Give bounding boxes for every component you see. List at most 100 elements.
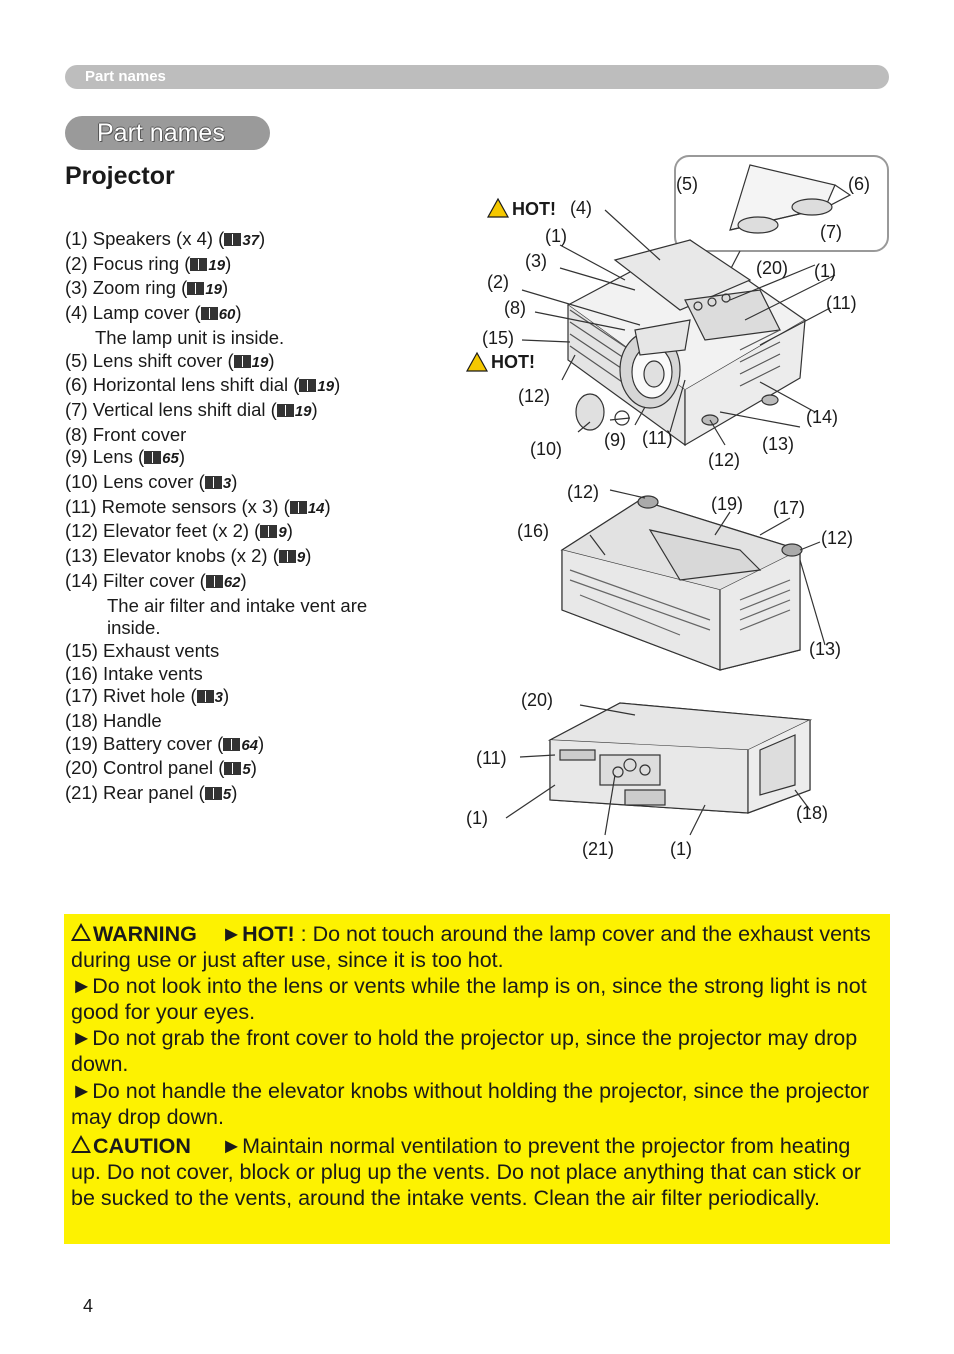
page-reference[interactable]: 19	[317, 378, 335, 396]
part-label-close: )	[231, 471, 238, 493]
page-reference[interactable]: 64	[241, 736, 259, 754]
page-reference[interactable]: 3	[214, 689, 223, 707]
page-reference[interactable]: 62	[223, 573, 241, 591]
warning-paragraph-lens: ►Do not look into the lens or vents whil…	[71, 974, 867, 1024]
book-reference-icon	[187, 282, 205, 296]
book-reference-icon	[278, 550, 296, 564]
svg-text:(1): (1)	[670, 839, 692, 859]
part-label: (13) Elevator knobs (x 2) (	[65, 545, 279, 567]
svg-text:(17): (17)	[773, 498, 805, 518]
section-title: Part names	[97, 119, 225, 147]
book-reference-icon	[144, 451, 162, 465]
page-reference[interactable]: 5	[242, 761, 251, 779]
hot-warning-label: HOT!	[512, 199, 556, 219]
part-label: (21) Rear panel (	[65, 782, 205, 804]
part-label-close: )	[231, 782, 238, 804]
page-reference[interactable]: 37	[242, 232, 260, 249]
svg-text:(16): (16)	[517, 521, 549, 541]
svg-text:(12): (12)	[708, 450, 740, 470]
part-label: (19) Battery cover (	[65, 732, 224, 754]
part-item: (11) Remote sensors (x 3) ( 14)	[65, 496, 425, 521]
svg-text:(12): (12)	[518, 386, 550, 406]
part-label: (2) Focus ring (	[65, 252, 191, 274]
parts-list: (1) Speakers (x 4) (37)(2) Focus ring ( 1…	[65, 228, 425, 807]
hot-warning-label: HOT!	[491, 352, 535, 372]
svg-text:(14): (14)	[806, 407, 838, 427]
caution-paragraph: CAUTION ►Maintain normal ventilation to …	[71, 1133, 883, 1211]
page-reference[interactable]: 19	[205, 281, 223, 299]
svg-text:(3): (3)	[525, 251, 547, 271]
part-label-close: )	[235, 302, 242, 324]
page-reference[interactable]: 14	[307, 499, 325, 517]
part-label: (17) Rivet hole (	[65, 685, 197, 707]
svg-text:(13): (13)	[762, 434, 794, 454]
part-label-close: )	[225, 252, 232, 274]
book-reference-icon	[289, 500, 307, 514]
part-item: (3) Zoom ring (19)	[65, 277, 425, 302]
part-label: (12) Elevator feet (x 2) (	[65, 520, 261, 542]
svg-text:(12): (12)	[821, 528, 853, 548]
book-reference-icon	[205, 574, 223, 588]
warning-paragraph-hot: WARNING ►HOT! : Do not touch around the …	[71, 921, 883, 973]
warning-paragraph-front-cover: ►Do not grab the front cover to hold the…	[71, 1026, 858, 1076]
warning-paragraph-elevator: ►Do not handle the elevator knobs withou…	[71, 1079, 870, 1129]
part-note: The lamp unit is inside.	[95, 326, 285, 348]
page-reference[interactable]: 19	[208, 256, 226, 274]
part-item: (6) Horizontal lens shift dial (19)	[65, 374, 425, 399]
part-note: The air filter and intake vent are insid…	[107, 594, 368, 639]
part-item: (1) Speakers (x 4) (37)	[65, 228, 425, 253]
part-item: (18) Handle	[65, 710, 425, 733]
svg-text:(1): (1)	[545, 226, 567, 246]
part-label-close: )	[286, 520, 293, 542]
page-reference[interactable]: 3	[222, 475, 232, 493]
page-reference[interactable]: 65	[162, 450, 179, 468]
page-subtitle: Projector	[65, 162, 175, 190]
page-reference[interactable]: 60	[218, 306, 236, 324]
part-label: (10) Lens cover (	[65, 471, 205, 493]
part-label-close: )	[250, 757, 257, 779]
page-reference[interactable]: 9	[296, 549, 306, 567]
warning-label: WARNING	[93, 922, 197, 946]
page-number: 4	[83, 1296, 94, 1316]
part-item: (14) Filter cover (62)	[65, 570, 425, 595]
page-reference[interactable]: 19	[294, 402, 312, 420]
book-reference-icon	[260, 525, 278, 539]
section-title-pill: Part names	[65, 116, 270, 150]
book-reference-icon	[223, 737, 241, 751]
caution-triangle-icon	[71, 1135, 91, 1153]
part-label-close: )	[259, 228, 266, 249]
page-reference[interactable]: 9	[278, 524, 287, 542]
part-item: (17) Rivet hole ( 3)	[65, 685, 425, 710]
part-label: (11) Remote sensors (x 3) (	[65, 495, 290, 517]
book-reference-icon	[233, 354, 251, 368]
header-bar: Part names	[65, 65, 889, 89]
part-item: (10) Lens cover ( 3)	[65, 471, 425, 496]
part-item: (21) Rear panel ( 5)	[65, 782, 425, 807]
page-reference[interactable]: 19	[251, 353, 269, 371]
warning-hot-text: : Do not touch around the lamp cover and…	[71, 922, 871, 972]
part-label: (3) Zoom ring (	[65, 277, 188, 299]
part-item: (13) Elevator knobs (x 2) (9)	[65, 545, 425, 570]
part-item: (16) Intake vents	[65, 663, 425, 686]
svg-text:(8): (8)	[504, 298, 526, 318]
caution-label: CAUTION	[93, 1134, 191, 1158]
svg-text:(5): (5)	[676, 174, 698, 194]
svg-text:(12): (12)	[567, 482, 599, 502]
part-item: (20) Control panel (5)	[65, 757, 425, 782]
part-item: (5) Lens shift cover (19)	[65, 350, 425, 375]
svg-text:(11): (11)	[826, 293, 857, 313]
part-item: (12) Elevator feet (x 2) ( 9)	[65, 520, 425, 545]
projector-diagrams: (5)(6)(7) (4)(1)(3) (2)(8)(15) (20)(1)(1…	[465, 155, 889, 859]
part-label-close: )	[324, 495, 331, 517]
header-label: Part names	[85, 68, 166, 85]
part-label: (15) Exhaust vents	[65, 639, 220, 661]
svg-text:(15): (15)	[482, 328, 514, 348]
svg-text:(10): (10)	[530, 439, 562, 459]
part-label: (5) Lens shift cover (	[65, 349, 234, 371]
page-reference[interactable]: 5	[222, 786, 232, 804]
book-reference-icon	[204, 476, 222, 490]
part-item: (7) Vertical lens shift dial (19)	[65, 399, 425, 424]
part-label-close: )	[222, 685, 230, 707]
svg-text:(2): (2)	[487, 272, 509, 292]
part-label-close: )	[240, 569, 247, 591]
